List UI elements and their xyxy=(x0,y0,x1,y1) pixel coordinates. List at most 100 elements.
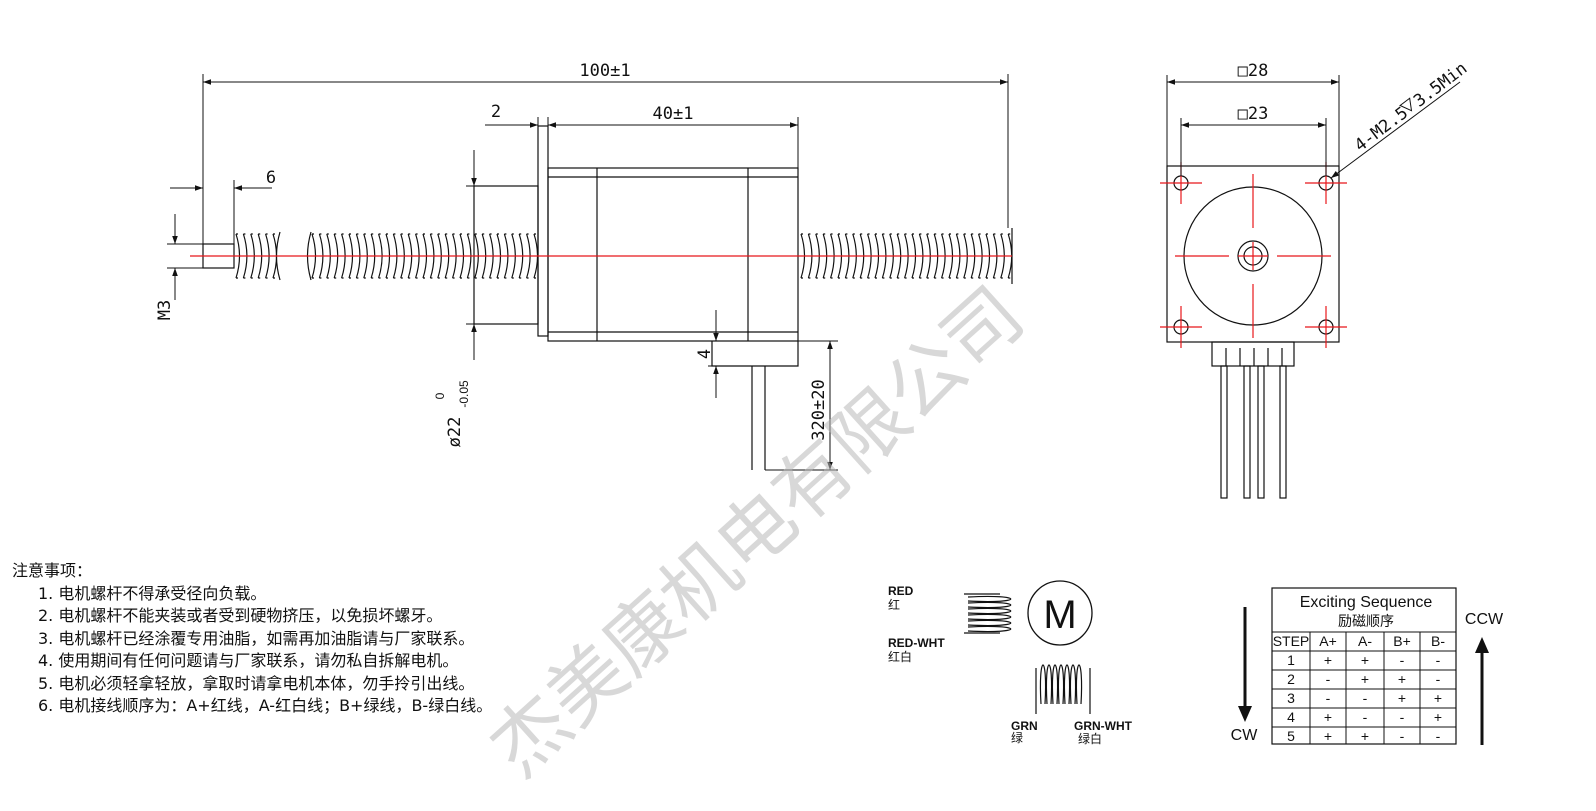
table-cell: - xyxy=(1400,728,1405,744)
notes-heading: 注意事项： xyxy=(12,561,93,580)
dim-holes: 4-M2.5 xyxy=(1351,103,1412,156)
coil-turn xyxy=(1039,664,1047,705)
table-cell: + xyxy=(1398,671,1406,687)
direction-arrows: CW CCW xyxy=(1231,607,1504,745)
label-red-wht: RED-WHT xyxy=(888,636,945,650)
side-view xyxy=(202,125,1013,470)
dim-body-length: 40±1 xyxy=(653,104,694,124)
table-cell: + xyxy=(1434,709,1442,725)
exciting-sequence-table: Exciting Sequence 励磁顺序 STEP A+ A- B+ B- 1 + + - -… xyxy=(1271,587,1457,745)
wiring-diagram: RED 红 RED-WHT 红白 M GRN 绿 GRN-WHT 绿白 xyxy=(888,580,1133,746)
flange xyxy=(537,125,549,337)
note-item-6: 6. 电机接线顺序为：A+红线，A-红白线；B+绿线，B-绿白线。 xyxy=(38,696,493,715)
label-grn: GRN xyxy=(1011,719,1038,733)
coil-turn xyxy=(967,625,1012,633)
table-title: Exciting Sequence xyxy=(1300,594,1433,611)
table-title-cn: 励磁顺序 xyxy=(1338,613,1394,629)
coil-a xyxy=(964,593,1012,634)
lead-wires xyxy=(1220,365,1287,499)
table-cell: - xyxy=(1436,671,1441,687)
motor-letter: M xyxy=(1043,593,1076,637)
note-item-3: 3. 电机螺杆已经涂覆专用油脂，如需再加油脂请与厂家联系。 xyxy=(38,628,475,648)
table-cell: - xyxy=(1400,709,1405,725)
coil-turn xyxy=(967,607,1012,615)
label-grn-cn: 绿 xyxy=(1011,730,1023,745)
table-cell: 5 xyxy=(1287,728,1295,744)
dim-boss-dia: ø22 xyxy=(445,417,465,448)
coil-turn xyxy=(1051,664,1059,705)
boss xyxy=(473,185,539,325)
table-cell: - xyxy=(1326,671,1331,687)
note-item-4: 4. 使用期间有任何问题请与厂家联系，请勿私自拆解电机。 xyxy=(38,651,459,670)
label-red-cn: 红 xyxy=(888,597,900,612)
table-header-cell: B- xyxy=(1431,633,1445,649)
coil-turn xyxy=(967,619,1012,627)
coil-turn xyxy=(967,613,1012,621)
dim-hole-depth: 3.5Min xyxy=(1410,59,1471,112)
dim-thread: M3 xyxy=(155,300,175,320)
table-header-cell: B+ xyxy=(1393,633,1411,649)
table-cell: 3 xyxy=(1287,690,1295,706)
cw-arrow-head xyxy=(1238,706,1252,722)
dim-frame-outer: □28 xyxy=(1238,61,1269,81)
side-dimensions xyxy=(167,74,1009,471)
coil-b xyxy=(1035,664,1091,714)
label-grn-wht: GRN-WHT xyxy=(1074,719,1133,733)
table-header-cell: A- xyxy=(1358,633,1372,649)
coil-turn xyxy=(1069,664,1077,705)
watermark: 杰美康机电有限公司 xyxy=(472,270,1040,794)
depth-icon xyxy=(1399,97,1413,112)
hole-callout: 4-M2.5 3.5Min xyxy=(1351,59,1471,156)
table-cell: + xyxy=(1434,690,1442,706)
motor-symbol xyxy=(1027,580,1093,646)
front-view: □28 □23 4-M2.5 3.5Min xyxy=(1160,59,1471,499)
motor-body xyxy=(547,167,799,342)
coil-turn xyxy=(967,601,1012,609)
front-center-marks xyxy=(1160,162,1347,348)
table-cell: + xyxy=(1324,652,1332,668)
coil-turn xyxy=(1057,664,1065,705)
label-red: RED xyxy=(888,584,914,598)
note-item-2: 2. 电机螺杆不能夹装或者受到硬物挤压，以免损坏螺牙。 xyxy=(38,606,443,625)
dim-boss-tol-lower: -0.05 xyxy=(457,380,471,408)
table-cell: - xyxy=(1363,690,1368,706)
dim-total-length: 100±1 xyxy=(579,61,630,81)
table-cell: 4 xyxy=(1287,709,1295,725)
watermark-text: 杰美康机电有限公司 xyxy=(472,270,1040,794)
ccw-arrow-head xyxy=(1475,637,1489,653)
coil-turn xyxy=(967,595,1012,603)
dim-flange: 2 xyxy=(491,102,501,122)
dim-cable-offset: 4 xyxy=(695,349,715,359)
table-header-cell: STEP xyxy=(1273,633,1310,649)
ccw-label: CCW xyxy=(1465,611,1504,628)
note-item-5: 5. 电机必须轻拿轻放，拿取时请拿电机本体，勿手拎引出线。 xyxy=(38,673,475,693)
cw-label: CW xyxy=(1231,727,1259,744)
table-cell: - xyxy=(1326,690,1331,706)
table-cell: - xyxy=(1363,709,1368,725)
table-cell: + xyxy=(1398,690,1406,706)
dim-screw-tip: 6 xyxy=(266,168,276,188)
label-red-wht-cn: 红白 xyxy=(888,649,912,664)
table-cell: 1 xyxy=(1287,652,1295,668)
table-header-cell: A+ xyxy=(1319,633,1337,649)
dim-hole-pitch: □23 xyxy=(1238,104,1269,124)
table-cell: - xyxy=(1436,728,1441,744)
coil-turn xyxy=(1063,664,1071,705)
notes-block: 注意事项： 1. 电机螺杆不得承受径向负载。 2. 电机螺杆不能夹装或者受到硬物… xyxy=(12,560,492,718)
label-grn-wht-cn: 绿白 xyxy=(1078,731,1102,746)
dim-cable-length: 320±20 xyxy=(809,379,829,440)
table-frame xyxy=(1271,587,1457,745)
table-cell: + xyxy=(1361,652,1369,668)
table-cell: + xyxy=(1361,671,1369,687)
table-cell: - xyxy=(1400,652,1405,668)
table-cell: + xyxy=(1324,728,1332,744)
front-dimensions xyxy=(1166,75,1461,179)
table-cell: - xyxy=(1436,652,1441,668)
coil-turn xyxy=(1045,664,1053,705)
cable-exit xyxy=(711,341,799,367)
note-item-1: 1. 电机螺杆不得承受径向负载。 xyxy=(38,583,267,603)
table-cell: + xyxy=(1324,709,1332,725)
connector xyxy=(1211,341,1295,367)
table-cell: + xyxy=(1361,728,1369,744)
